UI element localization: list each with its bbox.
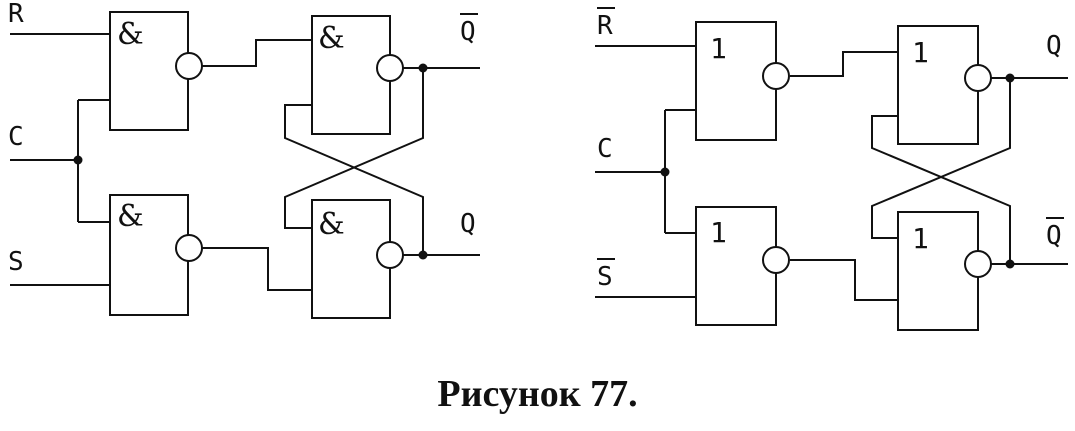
right-gate-3-inverter-bubble [964,64,992,92]
left-label-r: R [8,0,24,29]
left-gate-1-symbol: & [117,17,144,52]
right-gate-4-symbol: 1 [912,222,929,255]
wire-cross-right-b [871,115,1011,264]
left-gate-3-symbol: & [318,21,345,56]
wire-rg1-to-rg3 [790,51,898,77]
left-label-q: Q [460,209,476,239]
left-gate-2-inverter-bubble [175,234,203,262]
right-gate-4 [897,211,979,331]
right-label-r-bar: R [597,11,613,41]
right-gate-1 [695,21,777,141]
left-gate-2 [109,194,189,316]
figure-caption: Рисунок 77. [437,373,638,415]
right-gate-2-inverter-bubble [762,246,790,274]
right-gate-3-symbol: 1 [912,36,929,69]
left-gate-2-symbol: & [117,199,144,234]
left-label-s: S [8,247,24,277]
right-label-q: Q [1046,31,1062,61]
right-gate-1-symbol: 1 [710,32,727,65]
right-label-c: C [597,134,613,164]
wire-g1-to-g3 [202,39,312,67]
left-label-q-bar: Q [460,17,476,47]
left-junction-q-bar [418,63,428,73]
right-gate-1-inverter-bubble [762,62,790,90]
right-gate-2-symbol: 1 [710,216,727,249]
wire-cross-right-a [871,78,1011,239]
right-gate-2 [695,206,777,326]
wire-cross-a [284,68,424,229]
left-junction-q [418,250,428,260]
right-gate-4-inverter-bubble [964,250,992,278]
wire-cross-b [284,104,424,255]
right-label-q-bar: Q [1046,221,1062,251]
right-junction-c [660,167,670,177]
left-circuit: & & & & R C S Q Q [8,0,480,319]
right-circuit: 1 1 1 1 R C S Q Q [595,7,1068,331]
left-label-c: C [8,122,24,152]
right-label-s-bar: S [597,262,613,292]
left-junction-c [73,155,83,165]
left-gate-4-inverter-bubble [376,241,404,269]
wire-rg2-to-rg4 [790,259,898,301]
right-junction-q-bar [1005,259,1015,269]
left-gate-3-inverter-bubble [376,54,404,82]
wire-g2-to-g4 [202,247,312,291]
left-gate-4-symbol: & [318,207,345,242]
right-junction-q [1005,73,1015,83]
left-gate-1-inverter-bubble [175,52,203,80]
left-gate-3 [311,15,391,135]
